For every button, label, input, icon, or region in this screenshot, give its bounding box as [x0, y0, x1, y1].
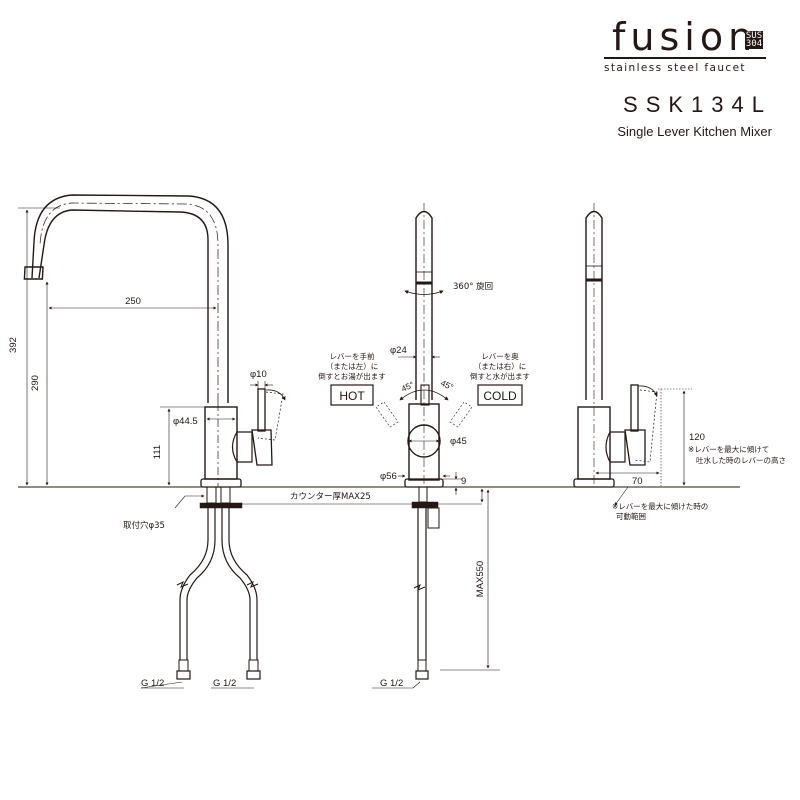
dim-reach: 250	[125, 296, 141, 307]
dim-valve-diameter: φ45	[450, 436, 467, 447]
brand-tagline: stainless steel faucet	[604, 62, 746, 74]
cold-box	[477, 384, 523, 406]
range-note-1: ※レバーを最大に傾けた時の	[612, 501, 708, 511]
material-badge: SUS 304	[745, 31, 763, 49]
dim-spout-height: 290	[30, 375, 41, 391]
badge-line-2: 304	[745, 39, 763, 49]
badge-line-1: SUS	[745, 31, 763, 41]
hot-box	[330, 384, 374, 406]
back-view-faucet	[573, 203, 658, 488]
dim-body-diameter: φ44.5	[173, 416, 198, 427]
side-view-dimensions	[18, 207, 482, 689]
cold-note-line-2: （または右）に	[474, 361, 527, 371]
lever-height-note-1: ※レバーを最大に傾けて	[688, 444, 769, 454]
counter-thickness-label: カウンター厚MAX25	[290, 492, 371, 502]
dim-lever-diameter: φ10	[250, 369, 267, 380]
dim-base-height: 9	[461, 476, 466, 487]
side-view-faucet	[23, 194, 286, 680]
brand-underline	[604, 57, 766, 59]
back-view-dimensions	[595, 388, 692, 506]
dim-total-height: 392	[8, 337, 19, 353]
lever-height-note-2: 吐水した時のレバーの高さ	[696, 455, 786, 465]
product-description: Single Lever Kitchen Mixer	[617, 124, 772, 139]
cold-label: COLD	[483, 389, 517, 403]
range-note-2: 可動範囲	[616, 511, 646, 521]
dim-body-height: 111	[152, 445, 163, 459]
hot-note-line-2: （または左）に	[326, 361, 379, 371]
angle-left: 45°	[400, 379, 416, 393]
brand-name: fusion	[612, 15, 758, 59]
hose-fitting-right: G 1/2	[213, 678, 236, 689]
hot-note-line-1: レバーを手前	[330, 351, 375, 361]
dim-lever-height: 120	[689, 432, 705, 443]
hot-label: HOT	[339, 389, 365, 403]
mounting-hole-label: 取付穴φ35	[123, 520, 165, 531]
hose-fitting-front: G 1/2	[380, 678, 403, 689]
rotation-label: 360° 旋回	[453, 281, 493, 292]
dim-base-diameter: φ56	[380, 471, 397, 482]
angle-right: 45°	[439, 378, 455, 392]
front-view-dimensions	[372, 355, 500, 689]
dim-spout-diameter: φ24	[390, 345, 407, 356]
cold-note-line-3: 倒すと水が出ます	[470, 371, 530, 381]
hot-note-line-3: 倒すとお湯が出ます	[318, 371, 386, 381]
model-number: SSK134L	[623, 92, 772, 117]
dim-hose-length: MAX550	[475, 561, 486, 597]
dim-lever-reach: 70	[632, 476, 643, 487]
hose-fitting-left: G 1/2	[141, 678, 164, 689]
front-view-faucet	[375, 203, 473, 680]
cold-note-line-1: レバーを奥	[481, 351, 519, 361]
